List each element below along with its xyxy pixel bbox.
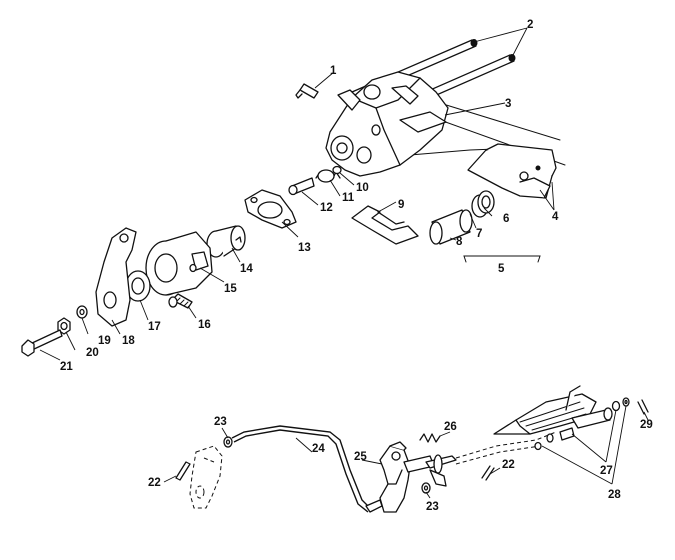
callout-16: 16 bbox=[198, 319, 211, 331]
spring-washer-pin bbox=[288, 165, 355, 206]
actuator-cam bbox=[206, 225, 246, 263]
callout-2: 2 bbox=[527, 19, 533, 31]
cotter-pin-lower bbox=[481, 465, 501, 481]
callout-24: 24 bbox=[312, 443, 325, 455]
callout-12: 12 bbox=[320, 202, 333, 214]
lever-arm bbox=[95, 227, 137, 335]
spacer-ring bbox=[125, 270, 151, 321]
bleeder-screw bbox=[295, 71, 335, 99]
callout-11: 11 bbox=[342, 192, 355, 204]
axle-lines bbox=[394, 99, 566, 166]
callout-26: 26 bbox=[444, 421, 457, 433]
piston-assembly bbox=[429, 190, 541, 263]
callout-23-lower: 23 bbox=[426, 501, 439, 513]
brake-housing bbox=[145, 231, 225, 296]
callout-17: 17 bbox=[148, 321, 161, 333]
housing-bolt bbox=[168, 293, 197, 319]
cotter-pin-left bbox=[163, 461, 191, 483]
callout-5: 5 bbox=[498, 263, 505, 275]
pedal-shaft-link bbox=[455, 431, 557, 465]
callout-29: 29 bbox=[640, 419, 653, 431]
callout-4: 4 bbox=[552, 211, 559, 223]
brake-lever-outline bbox=[189, 445, 223, 509]
washer-nut-bolt bbox=[21, 305, 89, 361]
gasket-plate bbox=[244, 189, 299, 238]
callout-25: 25 bbox=[354, 451, 367, 463]
callout-10: 10 bbox=[356, 182, 369, 194]
callout-22-left: 22 bbox=[148, 477, 161, 489]
callout-6: 6 bbox=[503, 213, 509, 225]
callout-14: 14 bbox=[240, 263, 253, 275]
callout-27: 27 bbox=[600, 465, 613, 477]
callout-20: 20 bbox=[86, 347, 99, 359]
callout-18: 18 bbox=[122, 335, 135, 347]
callout-9: 9 bbox=[398, 199, 404, 211]
callout-19: 19 bbox=[98, 335, 111, 347]
callout-8: 8 bbox=[456, 236, 463, 248]
foot-pedal bbox=[493, 385, 613, 435]
pedal-hardware bbox=[534, 397, 649, 485]
callout-7: 7 bbox=[476, 228, 482, 240]
callout-13: 13 bbox=[298, 242, 311, 254]
callout-22-lower: 22 bbox=[502, 459, 515, 471]
callout-23-left: 23 bbox=[214, 416, 227, 428]
callout-21: 21 bbox=[60, 361, 73, 373]
brake-rod bbox=[231, 425, 383, 513]
callout-15: 15 bbox=[224, 283, 237, 295]
callout-28: 28 bbox=[608, 489, 621, 501]
brake-pads bbox=[467, 143, 557, 211]
caliper-body bbox=[325, 71, 506, 177]
retaining-clip bbox=[351, 201, 419, 245]
washer-lower bbox=[421, 482, 431, 499]
pivot-bracket bbox=[361, 441, 457, 513]
callout-1: 1 bbox=[330, 65, 337, 77]
washer-left bbox=[221, 427, 233, 448]
return-spring bbox=[419, 431, 451, 443]
callout-3: 3 bbox=[505, 98, 511, 110]
